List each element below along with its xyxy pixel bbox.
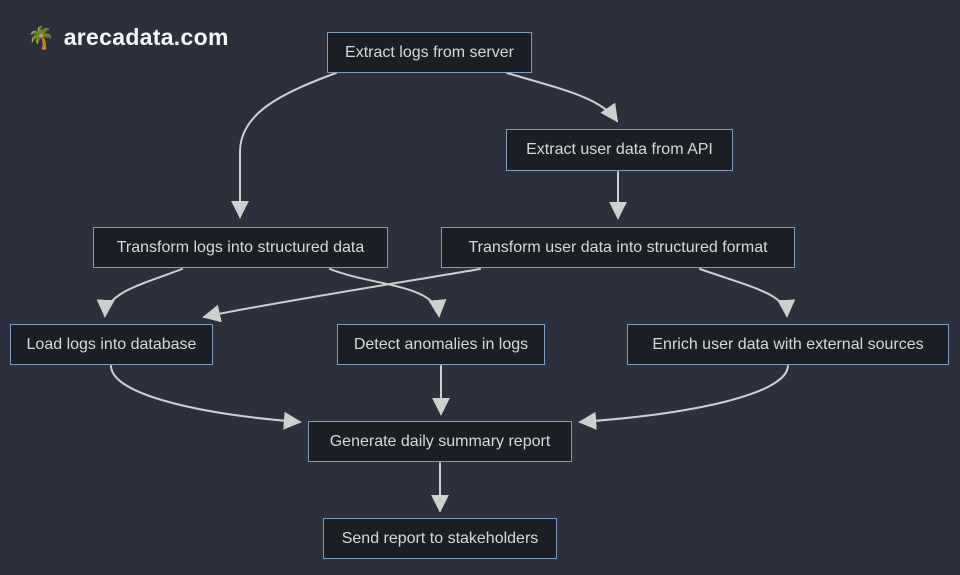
node-label: Transform user data into structured form… xyxy=(468,238,768,256)
node-label: Load logs into database xyxy=(26,335,197,353)
edge-transform-logs-to-load-logs xyxy=(96,268,183,318)
edge-extract-logs-to-transform-logs xyxy=(231,72,337,219)
edge-transform-user-to-load-logs xyxy=(202,268,481,323)
edge-enrich-user-to-generate-report xyxy=(578,365,789,430)
node-label: Transform logs into structured data xyxy=(116,238,365,256)
node-detect-anomalies-in-logs: Detect anomalies in logs xyxy=(337,324,545,365)
node-generate-daily-summary-report: Generate daily summary report xyxy=(308,421,572,462)
node-label: Extract logs from server xyxy=(345,43,514,61)
node-label: Detect anomalies in logs xyxy=(353,335,529,353)
node-label: Send report to stakeholders xyxy=(341,529,539,547)
node-label: Extract user data from API xyxy=(526,141,713,158)
edge-load-logs-to-generate-report xyxy=(110,365,302,430)
node-send-report-to-stakeholders: Send report to stakeholders xyxy=(323,518,557,559)
site-logo-text: arecadata.com xyxy=(63,24,229,50)
edge-transform-logs-to-detect-anomalies xyxy=(329,268,447,318)
edge-extract-logs-to-extract-user xyxy=(506,72,619,123)
node-extract-logs-from-server: Extract logs from server xyxy=(327,32,532,73)
node-transform-logs-into-structured-data: Transform logs into structured data xyxy=(93,227,388,268)
node-extract-user-data-from-api: Extract user data from API xyxy=(506,129,733,171)
node-enrich-user-data-with-external-sources: Enrich user data with external sources xyxy=(627,324,949,365)
edge-transform-user-to-enrich-user xyxy=(699,268,796,318)
node-label: Enrich user data with external sources xyxy=(652,335,924,353)
node-label: Generate daily summary report xyxy=(329,432,551,450)
site-logo: 🌴 arecadata.com xyxy=(27,24,229,51)
palm-tree-icon: 🌴 xyxy=(27,24,55,50)
node-load-logs-into-database: Load logs into database xyxy=(10,324,213,365)
node-transform-user-data-into-structured-format: Transform user data into structured form… xyxy=(441,227,795,268)
